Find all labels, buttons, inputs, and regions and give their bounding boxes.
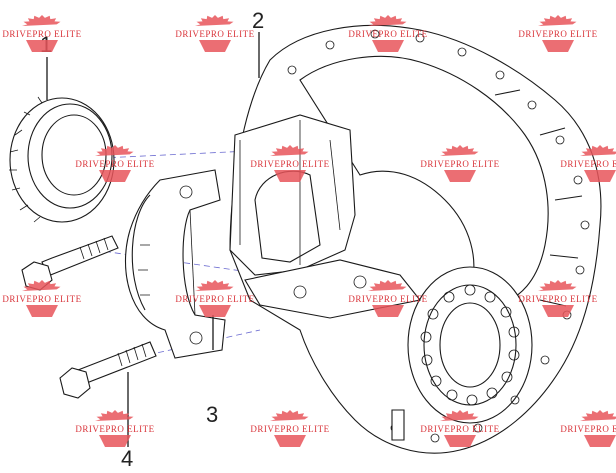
watermark-gear-icon <box>274 435 306 447</box>
watermark-gear-icon <box>99 170 131 182</box>
watermark-gear-icon <box>542 40 574 52</box>
watermark-11: DRIVEPRO ELITE <box>348 280 427 317</box>
watermark-gear-icon <box>368 280 407 291</box>
watermark-9: DRIVEPRO ELITE <box>2 280 81 317</box>
watermark-text: DRIVEPRO ELITE <box>75 424 154 434</box>
watermark-gear-icon <box>372 305 404 317</box>
watermark-12: DRIVEPRO ELITE <box>518 280 597 317</box>
watermark-gear-icon <box>368 15 407 26</box>
watermark-gear-icon <box>584 170 616 182</box>
watermark-gear-icon <box>199 305 231 317</box>
watermark-16: DRIVEPRO ELITE <box>560 410 616 447</box>
watermark-14: DRIVEPRO ELITE <box>250 410 329 447</box>
watermark-gear-icon <box>584 435 616 447</box>
callout-3: 3 <box>206 402 218 427</box>
watermark-8: DRIVEPRO ELITE <box>560 145 616 182</box>
watermark-text: DRIVEPRO ELITE <box>348 294 427 304</box>
cap-bolt-lower <box>59 341 157 399</box>
watermark-gear-icon <box>580 410 616 421</box>
watermark-gear-icon <box>26 305 58 317</box>
watermark-text: DRIVEPRO ELITE <box>560 424 616 434</box>
watermark-10: DRIVEPRO ELITE <box>175 280 254 317</box>
watermark-3: DRIVEPRO ELITE <box>348 15 427 52</box>
watermark-6: DRIVEPRO ELITE <box>250 145 329 182</box>
watermark-gear-icon <box>444 170 476 182</box>
watermark-text: DRIVEPRO ELITE <box>518 294 597 304</box>
watermark-gear-icon <box>580 145 616 156</box>
watermark-gear-icon <box>542 305 574 317</box>
watermark-gear-icon <box>195 15 234 26</box>
watermark-text: DRIVEPRO ELITE <box>175 294 254 304</box>
callout-4: 4 <box>121 446 133 471</box>
bearing-cap <box>124 169 226 359</box>
watermark-2: DRIVEPRO ELITE <box>175 15 254 52</box>
watermark-gear-icon <box>372 40 404 52</box>
watermark-text: DRIVEPRO ELITE <box>560 159 616 169</box>
watermark-gear-icon <box>99 435 131 447</box>
watermark-text: DRIVEPRO ELITE <box>2 29 81 39</box>
watermark-13: DRIVEPRO ELITE <box>75 410 154 447</box>
watermark-gear-icon <box>440 410 479 421</box>
watermark-gear-icon <box>95 410 134 421</box>
watermark-text: DRIVEPRO ELITE <box>250 424 329 434</box>
watermark-text: DRIVEPRO ELITE <box>348 29 427 39</box>
watermark-4: DRIVEPRO ELITE <box>518 15 597 52</box>
watermark-gear-icon <box>195 280 234 291</box>
watermark-layer: DRIVEPRO ELITE DRIVEPRO ELITE DRIVEPRO ELI… <box>2 15 616 447</box>
watermark-5: DRIVEPRO ELITE <box>75 145 154 182</box>
watermark-gear-icon <box>440 145 479 156</box>
watermark-gear-icon <box>26 40 58 52</box>
watermark-gear-icon <box>270 145 309 156</box>
watermark-gear-icon <box>538 15 577 26</box>
differential-carrier-housing <box>229 24 602 454</box>
bearing-adjuster-ring <box>9 96 115 223</box>
watermark-gear-icon <box>95 145 134 156</box>
watermark-7: DRIVEPRO ELITE <box>420 145 499 182</box>
watermark-1: DRIVEPRO ELITE <box>2 15 81 52</box>
callout-2: 2 <box>252 8 264 33</box>
callout-leaders <box>46 32 260 447</box>
watermark-text: DRIVEPRO ELITE <box>420 424 499 434</box>
cap-bolt-upper <box>21 235 119 291</box>
watermark-text: DRIVEPRO ELITE <box>518 29 597 39</box>
watermark-text: DRIVEPRO ELITE <box>75 159 154 169</box>
watermark-text: DRIVEPRO ELITE <box>250 159 329 169</box>
watermark-gear-icon <box>22 15 61 26</box>
watermark-gear-icon <box>270 410 309 421</box>
watermark-gear-icon <box>199 40 231 52</box>
watermark-gear-icon <box>444 435 476 447</box>
watermark-gear-icon <box>538 280 577 291</box>
watermark-text: DRIVEPRO ELITE <box>420 159 499 169</box>
watermark-gear-icon <box>22 280 61 291</box>
watermark-15: DRIVEPRO ELITE <box>420 410 499 447</box>
watermark-gear-icon <box>274 170 306 182</box>
watermark-text: DRIVEPRO ELITE <box>2 294 81 304</box>
watermark-text: DRIVEPRO ELITE <box>175 29 254 39</box>
